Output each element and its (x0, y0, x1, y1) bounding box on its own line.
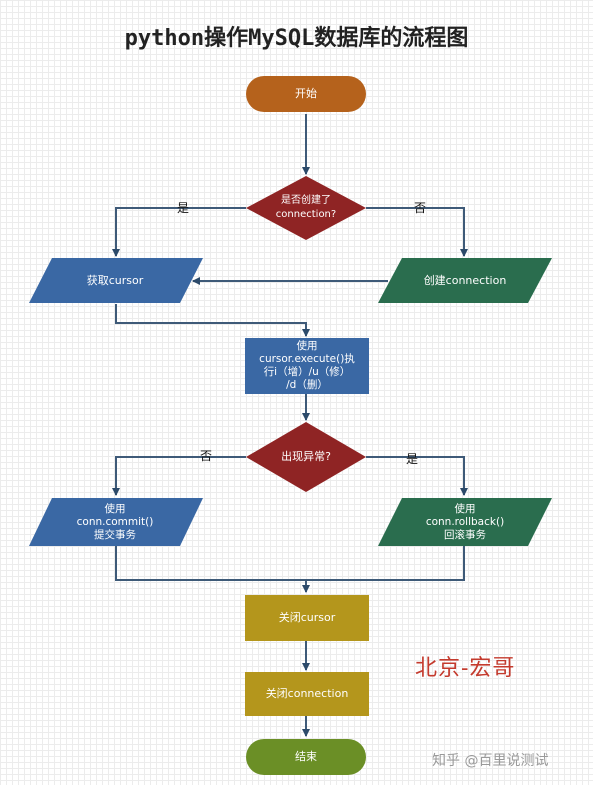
edge-exc-no-to-commit (112, 456, 246, 496)
rollback-node (378, 498, 552, 546)
close-cursor-node (245, 595, 369, 641)
edge-decision-yes-to-cursor (112, 207, 246, 257)
execute-node (245, 338, 369, 394)
commit-node (29, 498, 203, 546)
site-watermark: 知乎 @百里说测试 (432, 753, 549, 769)
decision-conn-node (246, 176, 366, 240)
edge-label-conn-no: 否 (414, 201, 427, 215)
get-cursor-node (29, 258, 203, 303)
edge-cursor-to-execute (115, 304, 310, 337)
create-conn-node (378, 258, 552, 303)
close-conn-node (245, 672, 369, 716)
edge-label-exc-no: 否 (200, 449, 213, 463)
decision-exc-node (246, 422, 366, 492)
edge-commit-to-close (115, 546, 310, 593)
edge-exc-yes-to-rollback (366, 456, 468, 496)
start-node (246, 76, 366, 112)
edge-decision-no-to-create (366, 207, 468, 257)
page-title: python操作MySQL数据库的流程图 (124, 26, 469, 51)
edge-label-exc-yes: 是 (406, 452, 419, 466)
edge-rollback-to-close (306, 546, 465, 581)
edge-label-conn-yes: 是 (177, 201, 190, 215)
connectors (112, 114, 468, 737)
end-node (246, 739, 366, 775)
author-watermark: 北京-宏哥 (415, 656, 516, 681)
